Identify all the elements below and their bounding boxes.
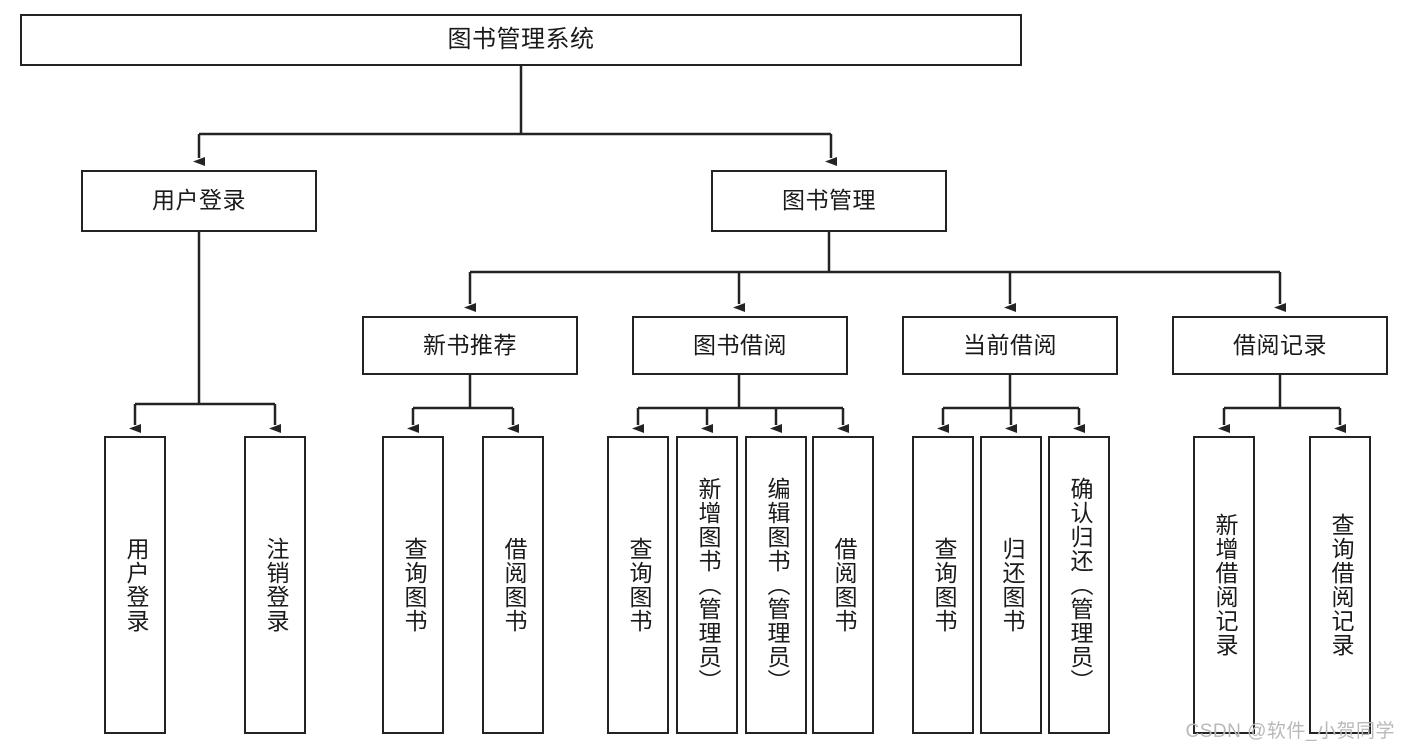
node-leaf-logout[interactable]: 注销登录 [244, 436, 306, 734]
node-label: 图书管理系统 [447, 25, 595, 53]
node-label: 图书借阅 [693, 331, 787, 358]
node-leaf-borrow-book-1[interactable]: 借阅图书 [482, 436, 544, 734]
node-label: 图书管理 [782, 187, 876, 214]
node-leaf-query-book-1[interactable]: 查询图书 [382, 436, 444, 734]
node-borrowing-record[interactable]: 借阅记录 [1172, 316, 1388, 375]
node-label: 借阅记录 [1233, 331, 1327, 358]
node-leaf-return-book[interactable]: 归还图书 [980, 436, 1042, 734]
node-label: 用户登录 [122, 537, 149, 633]
node-label: 查询图书 [400, 537, 427, 633]
node-label: 归还图书 [998, 537, 1025, 633]
node-label: 确认归还（管理员） [1066, 477, 1093, 693]
node-root-book-management-system[interactable]: 图书管理系统 [20, 14, 1022, 66]
node-leaf-query-book-3[interactable]: 查询图书 [912, 436, 974, 734]
node-label: 查询图书 [930, 537, 957, 633]
node-label: 编辑图书（管理员） [763, 477, 790, 693]
node-current-borrowing[interactable]: 当前借阅 [902, 316, 1118, 375]
node-label: 借阅图书 [830, 537, 857, 633]
node-leaf-query-record[interactable]: 查询借阅记录 [1309, 436, 1371, 734]
node-leaf-confirm-return[interactable]: 确认归还（管理员） [1048, 436, 1110, 734]
node-leaf-borrow-book-2[interactable]: 借阅图书 [812, 436, 874, 734]
watermark: CSDN @软件_小贺同学 [1185, 721, 1395, 742]
node-label: 新书推荐 [423, 331, 517, 358]
node-leaf-add-record[interactable]: 新增借阅记录 [1193, 436, 1255, 734]
node-leaf-user-login[interactable]: 用户登录 [104, 436, 166, 734]
node-user-login[interactable]: 用户登录 [81, 170, 317, 232]
node-label: 借阅图书 [500, 537, 527, 633]
node-label: 当前借阅 [963, 331, 1057, 358]
node-label: 查询借阅记录 [1327, 513, 1354, 657]
node-leaf-query-book-2[interactable]: 查询图书 [607, 436, 669, 734]
node-book-management[interactable]: 图书管理 [711, 170, 947, 232]
node-leaf-add-book[interactable]: 新增图书（管理员） [676, 436, 738, 734]
node-new-book-recommendation[interactable]: 新书推荐 [362, 316, 578, 375]
node-label: 新增借阅记录 [1211, 513, 1238, 657]
node-label: 用户登录 [152, 187, 246, 214]
node-label: 新增图书（管理员） [694, 477, 721, 693]
node-leaf-edit-book[interactable]: 编辑图书（管理员） [745, 436, 807, 734]
node-book-borrowing[interactable]: 图书借阅 [632, 316, 848, 375]
node-label: 查询图书 [625, 537, 652, 633]
node-label: 注销登录 [262, 537, 289, 633]
